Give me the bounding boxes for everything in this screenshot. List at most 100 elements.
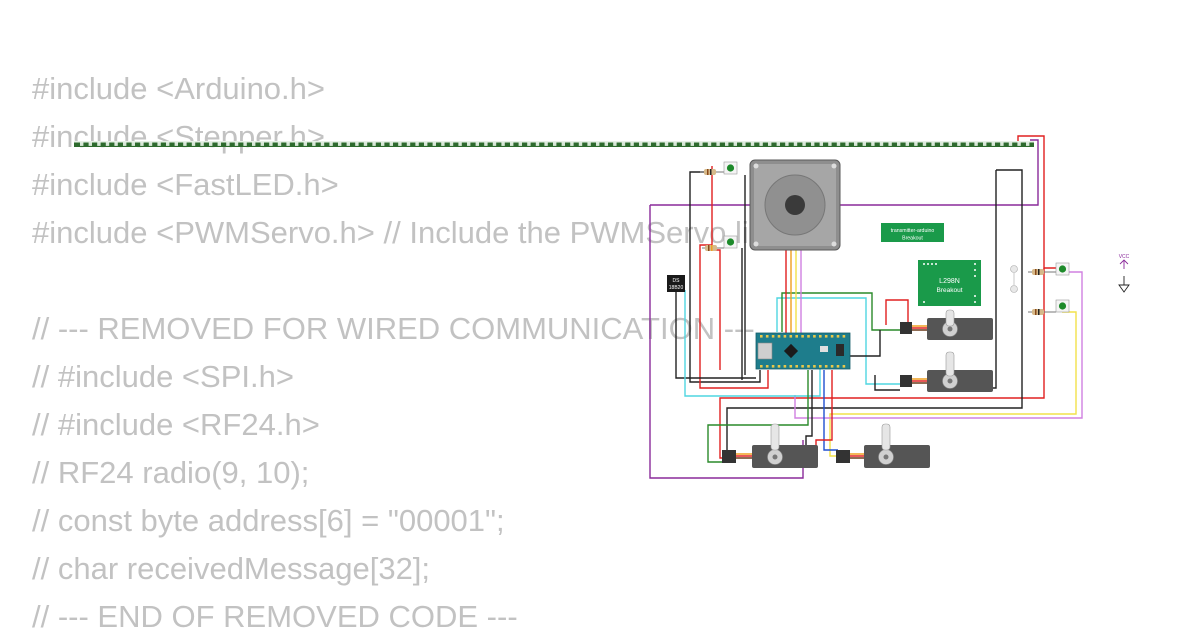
led-pixel (1017, 142, 1021, 146)
led-dots (80, 142, 1030, 146)
transmitter-label: transmitter-arduino (891, 228, 935, 234)
led-pixel (355, 142, 359, 146)
code-line: // #include <RF24.h> (32, 407, 320, 442)
nano-pin (813, 335, 816, 338)
led-pixel (312, 142, 316, 146)
led-pixel (1008, 142, 1013, 146)
nano-pin (789, 365, 793, 368)
led-pixel (191, 142, 196, 146)
transmitter-sublabel: Breakout (902, 236, 923, 242)
led-pixel (484, 142, 488, 146)
nano-pins (760, 335, 846, 368)
led-pixel (613, 142, 617, 146)
wire-red-servo-top (885, 299, 909, 325)
led-pixel (802, 142, 806, 146)
wires (649, 135, 1083, 479)
led-pixel (467, 142, 471, 146)
led-pixel (836, 142, 841, 146)
nano-pin (783, 365, 787, 368)
led-pixel (501, 142, 505, 146)
stepper-motor (749, 159, 841, 251)
led-pixel (492, 142, 497, 146)
led-pixel (209, 142, 213, 146)
led-pixel (854, 142, 858, 146)
led-pixel (234, 142, 239, 146)
led-pixel (811, 142, 815, 146)
wire-cyan-1 (684, 290, 821, 397)
code-line: // char receivedMessage[32]; (32, 551, 431, 586)
led-pixel (750, 142, 755, 146)
led-pixel (965, 142, 970, 146)
nano-pin (771, 365, 775, 368)
button-top-left[interactable] (723, 161, 738, 175)
led-pixel (123, 142, 127, 146)
led-pixel (974, 142, 978, 146)
wire-violet-right (794, 271, 1083, 419)
led-pixel (372, 142, 376, 146)
nano-pin (765, 365, 769, 368)
led-pixel (88, 142, 92, 146)
code-line: // RF24 radio(9, 10); (32, 455, 310, 490)
led-pixel (991, 142, 995, 146)
led-pixel (578, 142, 583, 146)
nano-pin (801, 365, 804, 368)
led-pixel (630, 142, 634, 146)
led-pixel (518, 142, 522, 146)
button-bottom-right[interactable] (1055, 299, 1070, 313)
led-pixel (389, 142, 393, 146)
led-pixel (621, 142, 626, 146)
led-pixel (217, 142, 221, 146)
wire-green-1 (781, 292, 900, 332)
led-pixel (148, 142, 153, 146)
led-pixel (983, 142, 987, 146)
led-pixel (940, 142, 944, 146)
led-pixel (682, 142, 686, 146)
code-line: // #include <SPI.h> (32, 359, 294, 394)
led-pixel (828, 142, 832, 146)
wire-black-left (689, 171, 761, 383)
code-line: #include <FastLED.h> (32, 167, 339, 202)
code-line: // --- END OF REMOVED CODE --- (32, 599, 518, 634)
nano-pin (795, 335, 798, 338)
vcc-label: VCC (1119, 254, 1130, 260)
servo-right-bottom (900, 351, 993, 392)
code-listing: #include <Arduino.h>#include <Stepper.h>… (32, 66, 819, 642)
led-pixel (690, 142, 694, 146)
wire-red-left (699, 166, 769, 389)
button-top-right[interactable] (1055, 262, 1070, 276)
led-pixel (286, 142, 290, 146)
nano-pin (760, 365, 763, 368)
l298n-breakout: L298N Breakout (918, 260, 981, 306)
wire-black-right (726, 169, 1023, 455)
code-line: #include <PWMServo.h> // Include the PWM… (32, 215, 820, 250)
led-pixel (587, 142, 591, 146)
led-pixel (776, 142, 780, 146)
led-pixel (897, 142, 901, 146)
ground-symbol (1118, 276, 1130, 293)
led-pixel (570, 142, 574, 146)
button-mid-left[interactable] (723, 235, 738, 249)
nano-pin (783, 335, 787, 338)
resistor-top-left (700, 169, 724, 175)
led-pixel (845, 142, 849, 146)
led-pixel (226, 142, 230, 146)
led-pixel (561, 142, 565, 146)
led-pixel (733, 142, 737, 146)
led-pixel (768, 142, 772, 146)
nano-pin (807, 365, 810, 368)
vcc-symbol: VCC (1119, 254, 1130, 269)
led-pixel (948, 142, 952, 146)
led-pixel (707, 142, 712, 146)
led-pixel (363, 142, 368, 146)
wire-black-ds (675, 290, 756, 379)
led-pixel (346, 142, 350, 146)
led-strip (74, 141, 1034, 147)
led-pixel (544, 142, 548, 146)
led-pixel (596, 142, 600, 146)
led-pixel (174, 142, 178, 146)
led-pixel (604, 142, 608, 146)
led-pixel (673, 142, 677, 146)
nano-pin (836, 335, 840, 338)
led-pixel (458, 142, 462, 146)
